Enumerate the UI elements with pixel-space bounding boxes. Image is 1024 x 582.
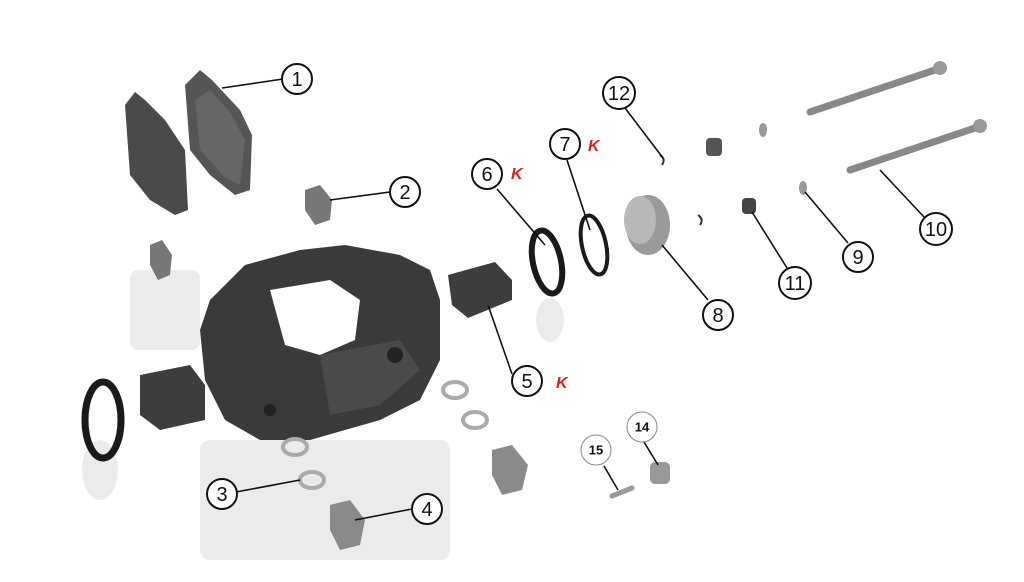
callout-14: 14 [626,411,658,443]
svg-text:8: 8 [712,305,723,327]
small-parts [659,123,807,226]
callout-11: 11 [778,266,812,300]
callout-9: 9 [842,241,874,273]
washers [281,380,489,490]
caliper-body [200,245,440,440]
callout-3: 3 [206,478,238,510]
callout-4: 4 [411,493,443,525]
svg-text:K: K [511,166,524,183]
bolts [806,61,987,174]
floor-reflections [82,270,564,560]
brake-pads [125,70,252,215]
callout-15: 15 [580,434,612,466]
svg-text:4: 4 [421,499,432,521]
seal-7 [578,213,610,277]
banjo-bolts [330,445,528,550]
callout-12: 12 [602,76,636,110]
svg-text:7: 7 [559,134,570,156]
svg-text:6: 6 [481,164,492,186]
svg-text:3: 3 [216,484,227,506]
svg-text:5: 5 [521,371,532,393]
callout-1: 1 [281,63,313,95]
cap-8 [624,195,670,255]
leader-lines [221,78,925,521]
svg-text:1: 1 [291,69,302,91]
svg-text:9: 9 [852,247,863,269]
svg-text:10: 10 [925,219,947,241]
callout-8: 8 [702,299,734,331]
callout-10: 10 [919,212,953,246]
seal-6 [528,227,566,297]
svg-text:14: 14 [635,420,650,435]
svg-text:11: 11 [785,273,806,295]
svg-text:12: 12 [608,83,630,105]
svg-text:K: K [556,375,569,392]
piston-5 [448,262,512,318]
callout-2: 2 [389,176,421,208]
svg-text:2: 2 [399,182,410,204]
svg-text:15: 15 [589,443,603,458]
svg-text:K: K [588,138,601,155]
piston-left [81,365,205,462]
parts-14-15 [609,462,670,499]
bleed-screws [150,185,332,280]
